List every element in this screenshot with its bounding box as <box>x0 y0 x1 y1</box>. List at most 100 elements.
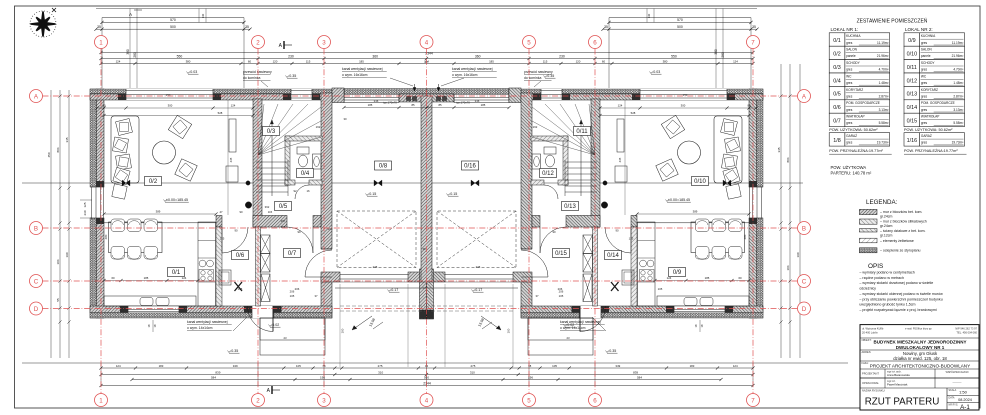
svg-text:– elementy żelbetowe: – elementy żelbetowe <box>880 239 914 243</box>
svg-text:0/3: 0/3 <box>833 65 841 71</box>
svg-text:WIATROŁAP: WIATROŁAP <box>846 115 865 119</box>
svg-text:GARAŻ: GARAŻ <box>846 133 857 138</box>
svg-text:115: 115 <box>543 59 548 63</box>
svg-text:uwzględniono grubość tynku 1,5: uwzględniono grubość tynku 1,5cm <box>859 303 915 307</box>
svg-text:gres: gres <box>921 41 928 45</box>
svg-text:1:50: 1:50 <box>959 390 968 395</box>
svg-text:35: 35 <box>245 25 249 29</box>
svg-text:367: 367 <box>281 219 286 223</box>
svg-text:140: 140 <box>647 13 651 18</box>
svg-text:389: 389 <box>156 210 161 214</box>
svg-text:6: 6 <box>593 397 597 404</box>
svg-text:23: 23 <box>283 336 287 340</box>
svg-text:kanał wentylacji nawiewnej: kanał wentylacji nawiewnej <box>560 320 601 324</box>
svg-text:RZUT PARTERU: RZUT PARTERU <box>865 397 940 408</box>
svg-text:275: 275 <box>470 364 475 368</box>
svg-text:380: 380 <box>186 59 191 63</box>
svg-text:13.08: 13.08 <box>368 318 376 328</box>
svg-text:-0.02: -0.02 <box>566 323 574 327</box>
svg-text:– mur z bloczków silikatowych: – mur z bloczków silikatowych <box>880 220 927 224</box>
svg-text:ZESTAWIENIE POMIESZCZEŃ: ZESTAWIENIE POMIESZCZEŃ <box>857 18 928 25</box>
svg-text:D: D <box>34 306 39 313</box>
svg-text:550: 550 <box>177 54 183 58</box>
svg-text:3.13m²: 3.13m² <box>879 108 889 112</box>
svg-text:235: 235 <box>476 265 481 269</box>
svg-text:60: 60 <box>602 59 606 63</box>
svg-text:– mur z bloczków bet. kom.: – mur z bloczków bet. kom. <box>880 210 922 214</box>
svg-text:gres: gres <box>846 68 853 72</box>
svg-text:183: 183 <box>159 364 164 368</box>
svg-text:345: 345 <box>777 147 781 152</box>
svg-text:185: 185 <box>481 103 486 107</box>
svg-text:0/14: 0/14 <box>607 253 619 259</box>
svg-text:230: 230 <box>288 54 294 58</box>
svg-text:4: 4 <box>425 397 429 404</box>
svg-text:124: 124 <box>667 276 672 280</box>
svg-text:POW. UŻYTKOWA: POW. UŻYTKOWA <box>831 165 867 170</box>
svg-text:NIP 946 262 73 97: NIP 946 262 73 97 <box>955 327 977 331</box>
svg-text:35: 35 <box>604 25 608 29</box>
svg-text:przewód nawiewny: przewód nawiewny <box>524 70 553 74</box>
svg-text:———: ——— <box>953 381 962 385</box>
svg-text:gres: gres <box>921 68 928 72</box>
svg-text:35: 35 <box>97 25 101 29</box>
svg-text:105: 105 <box>552 364 557 368</box>
svg-text:125: 125 <box>220 237 225 241</box>
svg-text:gres: gres <box>846 141 853 145</box>
svg-text:2: 2 <box>256 39 260 46</box>
svg-text:300: 300 <box>681 104 686 108</box>
svg-text:OBIEKT:: OBIEKT: <box>862 338 872 342</box>
svg-text:A: A <box>279 43 283 49</box>
svg-text:WC: WC <box>846 74 852 78</box>
svg-text:0/13: 0/13 <box>564 204 576 210</box>
svg-text:500: 500 <box>170 25 176 29</box>
svg-text:389: 389 <box>693 210 698 214</box>
svg-text:– rzędne podano w metrach: – rzędne podano w metrach <box>859 276 904 280</box>
svg-text:do kominka: do kominka <box>524 76 541 80</box>
svg-text:140: 140 <box>201 13 205 18</box>
svg-text:37: 37 <box>535 294 539 298</box>
svg-text:124: 124 <box>182 276 187 280</box>
svg-text:o wym. 14x14cm: o wym. 14x14cm <box>187 326 213 330</box>
svg-text:310: 310 <box>470 370 475 374</box>
svg-text:działka nr ewid. 125, obr. 18: działka nr ewid. 125, obr. 18 <box>893 356 947 361</box>
svg-text:1/16: 1/16 <box>907 138 918 144</box>
svg-text:0/15: 0/15 <box>555 251 567 257</box>
svg-text:380: 380 <box>126 49 130 55</box>
svg-text:18: 18 <box>153 324 157 327</box>
svg-text:– projekt rozpatrywać łącznie: – projekt rozpatrywać łącznie z proj. br… <box>859 308 936 312</box>
svg-text:0/12: 0/12 <box>907 78 918 84</box>
svg-text:500: 500 <box>677 25 683 29</box>
svg-text:POM. GOSPODARCZE: POM. GOSPODARCZE <box>921 101 955 105</box>
svg-text:124: 124 <box>618 104 623 108</box>
svg-text:DATA: DATA <box>949 396 955 399</box>
svg-text:839: 839 <box>215 370 220 374</box>
svg-text:90: 90 <box>234 229 238 233</box>
svg-text:190: 190 <box>65 252 69 257</box>
svg-text:NR RYS.: NR RYS. <box>949 404 959 407</box>
svg-text:gres: gres <box>921 141 928 145</box>
svg-text:0/9: 0/9 <box>908 38 916 44</box>
svg-text:1/8: 1/8 <box>833 138 841 144</box>
svg-text:206: 206 <box>290 290 295 294</box>
svg-text:Anna Baranowska: Anna Baranowska <box>887 373 910 377</box>
svg-text:435: 435 <box>618 157 622 162</box>
svg-text:206: 206 <box>558 287 563 291</box>
svg-text:23: 23 <box>566 336 570 340</box>
svg-text:3: 3 <box>322 397 326 404</box>
svg-text:185: 185 <box>489 59 494 63</box>
svg-text:30: 30 <box>343 117 347 121</box>
svg-text:120: 120 <box>273 59 278 63</box>
svg-text:162: 162 <box>533 125 538 129</box>
svg-text:235: 235 <box>373 265 378 269</box>
svg-text:90: 90 <box>552 230 556 234</box>
svg-text:7: 7 <box>751 39 755 46</box>
svg-text:280: 280 <box>104 234 108 239</box>
svg-text:230: 230 <box>559 54 565 58</box>
svg-text:typ.170x70: typ.170x70 <box>456 101 470 105</box>
svg-text:SCHODY: SCHODY <box>921 61 936 65</box>
svg-text:FAZA:: FAZA: <box>862 361 869 365</box>
svg-text:1: 1 <box>99 39 103 46</box>
svg-text:78: 78 <box>528 364 532 368</box>
svg-text:124: 124 <box>116 59 121 63</box>
